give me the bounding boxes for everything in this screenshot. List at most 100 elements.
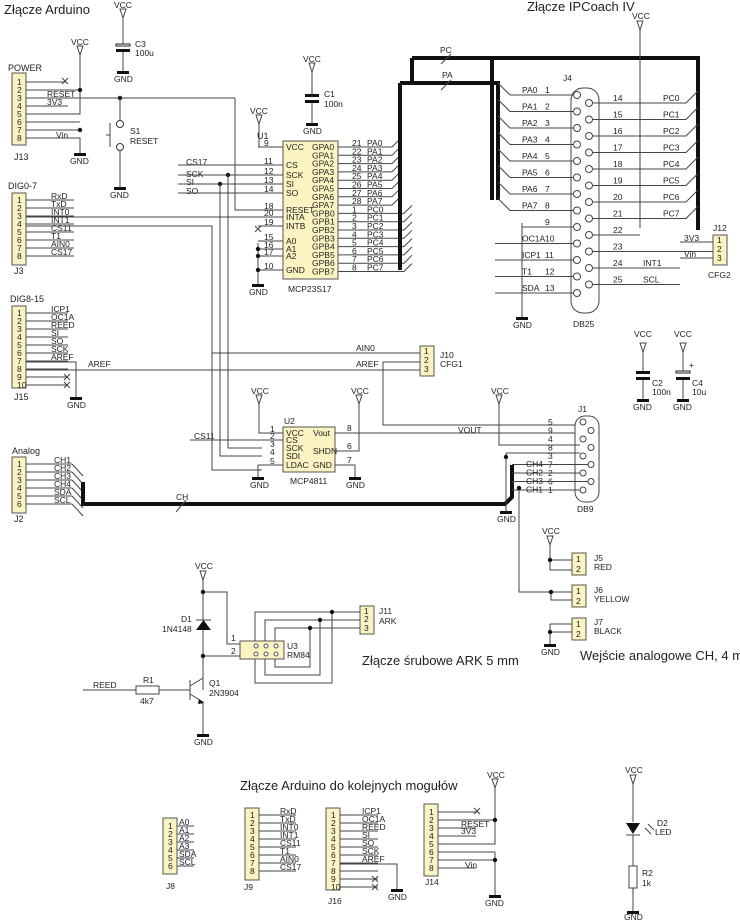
- connector-j11: 1 2 3 J11 ARK: [359, 605, 397, 635]
- j4-signal: PA5: [522, 168, 538, 178]
- pin-number: 7: [545, 184, 550, 194]
- pin-number: 5: [548, 417, 553, 427]
- pin-name: VCC: [286, 428, 304, 438]
- pin-number: 3: [168, 837, 173, 847]
- pin-number: 2: [429, 815, 434, 825]
- svg-text:2: 2: [576, 629, 581, 639]
- svg-text:3: 3: [364, 623, 369, 633]
- svg-text:Analog: Analog: [12, 446, 40, 456]
- svg-text:CFG2: CFG2: [708, 270, 731, 280]
- j4-signal: SDA: [522, 283, 540, 293]
- net-label: PA6: [367, 188, 383, 198]
- pin-number: 8: [250, 866, 255, 876]
- svg-text:DB25: DB25: [573, 319, 595, 329]
- pin-name: GPB0: [312, 208, 335, 218]
- svg-text:LED: LED: [655, 827, 672, 837]
- svg-text:J1: J1: [578, 404, 587, 414]
- signal-label: CS17: [280, 862, 302, 872]
- pin-number: 19: [613, 176, 623, 186]
- pin-number: 9: [548, 426, 553, 436]
- resistor-r1: R1 4k7 REED: [83, 675, 190, 706]
- pin-number: 1: [250, 810, 255, 820]
- svg-text:R1: R1: [143, 675, 154, 685]
- pin-number: 10: [264, 261, 274, 271]
- svg-text:GND: GND: [497, 514, 516, 524]
- pin-number: 4: [352, 229, 357, 239]
- pin-number: 10: [331, 882, 341, 892]
- svg-text:AREF: AREF: [356, 359, 379, 369]
- svg-text:J9: J9: [244, 882, 253, 892]
- svg-text:GND: GND: [67, 400, 86, 410]
- pin-name: GND: [286, 265, 305, 275]
- pin-name: LDAC: [286, 460, 309, 470]
- pin-number: 24: [613, 258, 623, 268]
- svg-text:R2: R2: [642, 868, 653, 878]
- svg-text:2: 2: [231, 646, 236, 656]
- svg-text:1: 1: [576, 619, 581, 629]
- pin-number: 4: [250, 834, 255, 844]
- pin-number: 9: [331, 874, 336, 884]
- pin-name: GND: [313, 460, 332, 470]
- signal-label: SI: [362, 830, 370, 840]
- signal-label: INT0: [51, 207, 70, 217]
- svg-text:1k: 1k: [642, 878, 652, 888]
- pin-number: 2: [17, 316, 22, 326]
- net-label: PC5: [367, 246, 384, 256]
- pin-name: CS: [286, 160, 298, 170]
- pin-number: 5: [17, 491, 22, 501]
- pin-number: 7: [331, 858, 336, 868]
- svg-text:ARK: ARK: [379, 616, 397, 626]
- signal-label: AREF: [51, 352, 74, 362]
- svg-text:J5: J5: [594, 553, 603, 563]
- pin-number: 2: [331, 818, 336, 828]
- j4-signal: OC1A: [522, 234, 545, 244]
- pin-number: 25: [613, 275, 623, 285]
- signal-label: REED: [362, 822, 386, 832]
- j4-signal: PA6: [522, 184, 538, 194]
- svg-text:J8: J8: [166, 881, 175, 891]
- pin-number: 5: [352, 238, 357, 248]
- pin-number: 1: [270, 424, 275, 434]
- net-label: PA4: [367, 171, 383, 181]
- net-label: CH3: [526, 476, 543, 486]
- svg-text:Vin: Vin: [465, 860, 477, 870]
- pin-number: 8: [429, 863, 434, 873]
- pin-number: 11: [264, 156, 273, 166]
- svg-text:2: 2: [576, 596, 581, 606]
- svg-text:REED: REED: [93, 680, 117, 690]
- pin-number: 6: [17, 235, 22, 245]
- pin-name: GPB1: [312, 217, 335, 227]
- pin-number: 2: [168, 829, 173, 839]
- net-label: CH1: [526, 485, 543, 495]
- signal-label: SI: [51, 328, 59, 338]
- pin-name: GPB2: [312, 225, 335, 235]
- pin-number: 1: [352, 204, 357, 214]
- pin-number: 4: [331, 834, 336, 844]
- pin-number: 3: [17, 324, 22, 334]
- signal-label: A3: [179, 841, 190, 851]
- net-label: PA2: [367, 155, 383, 165]
- svg-text:AREF: AREF: [88, 359, 111, 369]
- svg-text:J10: J10: [440, 350, 454, 360]
- j4-signal: INT1: [643, 258, 662, 268]
- pin-name: GPB6: [312, 258, 335, 268]
- pin-number: 26: [352, 180, 362, 190]
- signal-label: CH4: [54, 479, 71, 489]
- pin-name: GPA1: [312, 150, 334, 160]
- j3-title: DIG0-7: [8, 181, 37, 191]
- pin-number: 14: [264, 184, 274, 194]
- j13-ref: J13: [14, 152, 29, 162]
- svg-text:VCC: VCC: [634, 329, 652, 339]
- svg-text:1: 1: [717, 235, 722, 245]
- svg-text:GND: GND: [346, 480, 365, 490]
- svg-text:2: 2: [717, 244, 722, 254]
- pin-number: 1: [17, 77, 22, 87]
- svg-text:J3: J3: [14, 266, 24, 276]
- svg-text:GND: GND: [485, 898, 504, 908]
